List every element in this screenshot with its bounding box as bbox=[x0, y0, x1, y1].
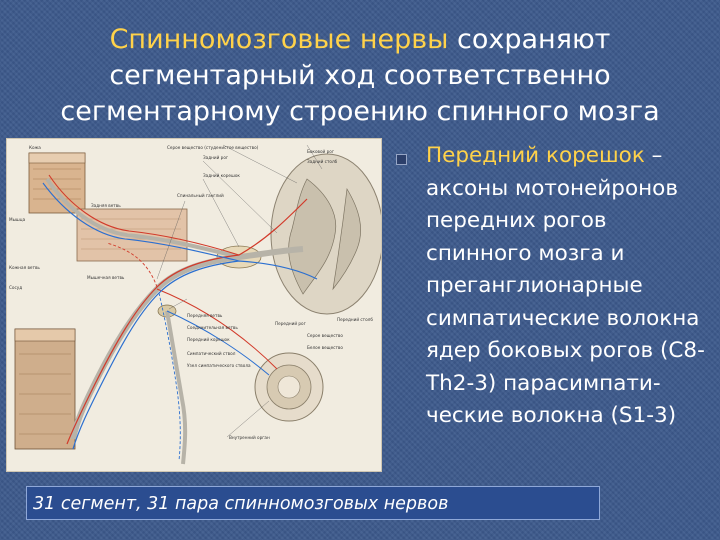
posterior-fiber-red bbox=[48, 174, 240, 256]
footer-caption: 31 сегмент, 31 пара спинномозговых нерво… bbox=[26, 486, 600, 520]
label-gray-matter-2: Серое вещество bbox=[307, 333, 343, 338]
spinal-nerve-illustration: Серое вещество (студенистое вещество) За… bbox=[9, 144, 381, 465]
label-spinal-ganglion: Спинальный ганглий bbox=[177, 193, 224, 198]
label-anterior-column: Передний столб bbox=[337, 317, 373, 322]
label-anterior-branch: Передняя ветвь bbox=[187, 313, 223, 318]
slide-title: Спинномозговые нервы сохраняют сегментар… bbox=[20, 22, 700, 130]
label-posterior-root: Задний корешок bbox=[203, 173, 240, 178]
bullet-body: – аксоны мотонейронов передних рогов спи… bbox=[426, 143, 705, 428]
title-line-3: сегментарному строению спинного мозга bbox=[60, 96, 660, 127]
spinal-nerve-diagram: Серое вещество (студенистое вещество) За… bbox=[6, 138, 382, 472]
label-posterior-horn: Задний рог bbox=[203, 155, 228, 160]
label-cutaneous-branch: Кожная ветвь bbox=[9, 265, 40, 270]
label-vessel: Сосуд bbox=[9, 285, 22, 290]
muscle-fiber-dashed bbox=[106, 242, 158, 288]
label-white-matter: Белое вещество bbox=[307, 345, 343, 350]
label-internal-organ: Внутренний орган bbox=[229, 435, 270, 440]
internal-organ bbox=[254, 352, 324, 422]
posterior-branch bbox=[45, 177, 240, 259]
label-anterior-horn: Передний рог bbox=[275, 321, 306, 326]
label-sympathetic-trunk: Симпатический ствол bbox=[187, 351, 236, 356]
label-communicating-branch: Соединительная ветвь bbox=[187, 325, 238, 330]
label-muscle: Мышца bbox=[9, 217, 26, 222]
label-muscular-branch: Мышечная ветвь bbox=[87, 275, 125, 280]
label-lateral-horn: Боковой рог bbox=[307, 149, 334, 154]
square-bullet-icon bbox=[396, 154, 407, 165]
label-skin: Кожа bbox=[29, 145, 41, 150]
title-line-1-rest: сохраняют bbox=[448, 24, 611, 55]
visceral-fiber-red bbox=[156, 288, 278, 370]
label-sympathetic-ganglion: Узел симпатического ствола bbox=[187, 363, 251, 368]
bullet-text: Передний корешок – аксоны мотонейронов п… bbox=[426, 140, 716, 433]
title-highlight: Спинномозговые нервы bbox=[109, 24, 449, 55]
bullet-highlight: Передний корешок bbox=[426, 143, 645, 168]
sympathetic-trunk bbox=[165, 310, 188, 465]
leader-lines bbox=[156, 144, 323, 438]
sympathetic-fiber-dashed bbox=[158, 292, 181, 462]
posterior-fiber-blue bbox=[42, 182, 240, 262]
spinal-cord-section bbox=[270, 153, 381, 315]
label-posterior-branch: Задняя ветвь bbox=[91, 203, 121, 208]
skin-block-top bbox=[28, 152, 86, 214]
label-posterior-column: Задний столб bbox=[307, 159, 338, 164]
skin-block-bottom bbox=[14, 328, 76, 450]
title-line-1: Спинномозговые нервы сохраняют bbox=[20, 22, 700, 58]
label-anterior-root: Передний корешок bbox=[187, 337, 230, 342]
label-gray-matter: Серое вещество (студенистое вещество) bbox=[167, 145, 259, 150]
title-line-2: сегментарный ход соответственно bbox=[109, 60, 611, 91]
visceral-fiber-blue bbox=[166, 310, 270, 376]
